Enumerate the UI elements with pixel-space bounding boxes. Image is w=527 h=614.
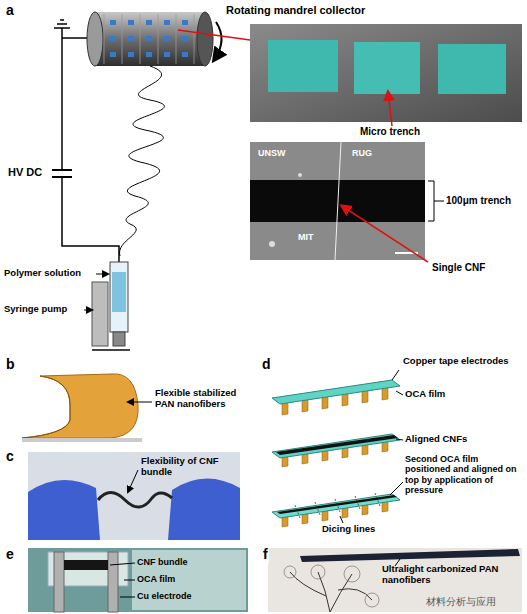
callout-label: OCA film: [405, 389, 445, 400]
callout-label: Polymer solution: [4, 268, 81, 279]
callout-label: Dicing lines: [322, 524, 375, 535]
callout-label: Rotating mandrel collector: [226, 4, 365, 17]
callout-label: OCA film: [137, 574, 175, 584]
panel-letter: a: [6, 2, 14, 18]
dimension-label: 100μm trench: [446, 195, 511, 207]
panel-letter: b: [6, 356, 15, 372]
callout-label: Second OCA film positioned and aligned o…: [405, 454, 521, 495]
callout-label: Copper tape electrodes: [403, 356, 521, 367]
text-label: UNSW: [258, 148, 286, 158]
text-label: RUG: [352, 148, 372, 158]
callout-label: Syringe pump: [4, 304, 67, 315]
watermark: 材料分析与应用: [426, 597, 496, 608]
callout-label: Ultralight carbonized PAN nanofibers: [382, 564, 520, 586]
callout-label: Flexible stabilized PAN nanofibers: [155, 388, 255, 410]
text-label: MIT: [298, 232, 314, 242]
panel-letter: f: [262, 546, 269, 562]
callout-label: Aligned CNFs: [405, 434, 467, 445]
panel-letter: c: [6, 448, 14, 464]
callout-label: CNF bundle: [137, 557, 188, 567]
callout-label: Flexibility of CNF bundle: [140, 456, 240, 478]
callout-label: HV DC: [8, 166, 42, 179]
panel-letter: e: [6, 546, 14, 562]
panel-letter: d: [262, 356, 271, 372]
callout-label: Single CNF: [432, 262, 485, 274]
callout-label: Micro trench: [360, 126, 420, 138]
callout-label: Cu electrode: [137, 591, 192, 601]
